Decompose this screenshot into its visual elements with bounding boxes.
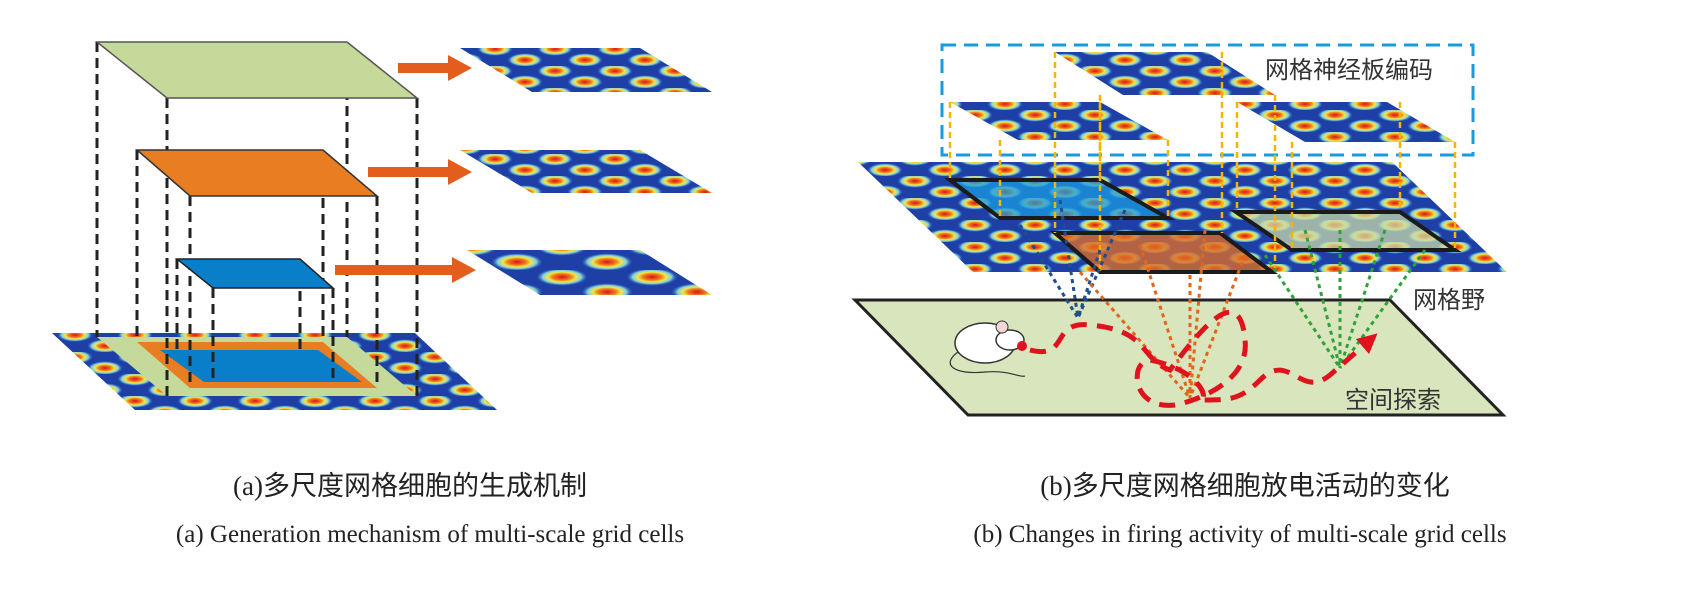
label-space-exploration: 空间探索 <box>1345 386 1441 414</box>
neural-sheet-1 <box>950 102 1168 140</box>
caption-b-cn: (b)多尺度网格细胞放电活动的变化 <box>1040 471 1449 501</box>
base-small-region <box>160 350 362 382</box>
mouse-icon <box>949 320 1027 377</box>
field-blue <box>944 178 1176 220</box>
panel-a: (a)多尺度网格细胞的生成机制 (a) Generation mechanism… <box>52 41 712 548</box>
firing-lines <box>1018 199 1427 399</box>
label-neural-sheet: 网格神经板编码 <box>1265 56 1433 84</box>
caption-a-en: (a) Generation mechanism of multi-scale … <box>176 521 684 548</box>
projection-lines <box>95 42 419 396</box>
projection-lines-b <box>948 52 1457 272</box>
exploration-path <box>1029 309 1378 408</box>
field-orange <box>1049 231 1278 274</box>
small-scale-plane <box>174 258 335 289</box>
arrow-icon <box>398 55 472 81</box>
grid-map-mid-scale <box>460 150 712 193</box>
label-grid-field: 网格野 <box>1413 286 1485 314</box>
caption-a-cn: (a)多尺度网格细胞的生成机制 <box>233 471 587 501</box>
field-green <box>1229 210 1462 252</box>
arrow-icon <box>368 159 472 185</box>
grid-map-large-scale <box>460 48 712 92</box>
arrows <box>335 55 476 283</box>
caption-b-en: (b) Changes in firing activity of multi-… <box>973 521 1506 548</box>
mid-scale-plane <box>134 149 380 197</box>
panel-b: 网格神经板编码 网格野 空间探索 (b)多尺度网格细胞放电活动的变化 (b) C… <box>851 43 1507 548</box>
grid-map-small-scale <box>467 250 712 295</box>
large-scale-plane <box>94 41 420 99</box>
neural-sheet-3 <box>1237 102 1455 142</box>
arrow-icon <box>335 257 476 283</box>
neural-sheet-2 <box>1055 52 1275 95</box>
neural-sheet-box <box>940 43 1475 157</box>
